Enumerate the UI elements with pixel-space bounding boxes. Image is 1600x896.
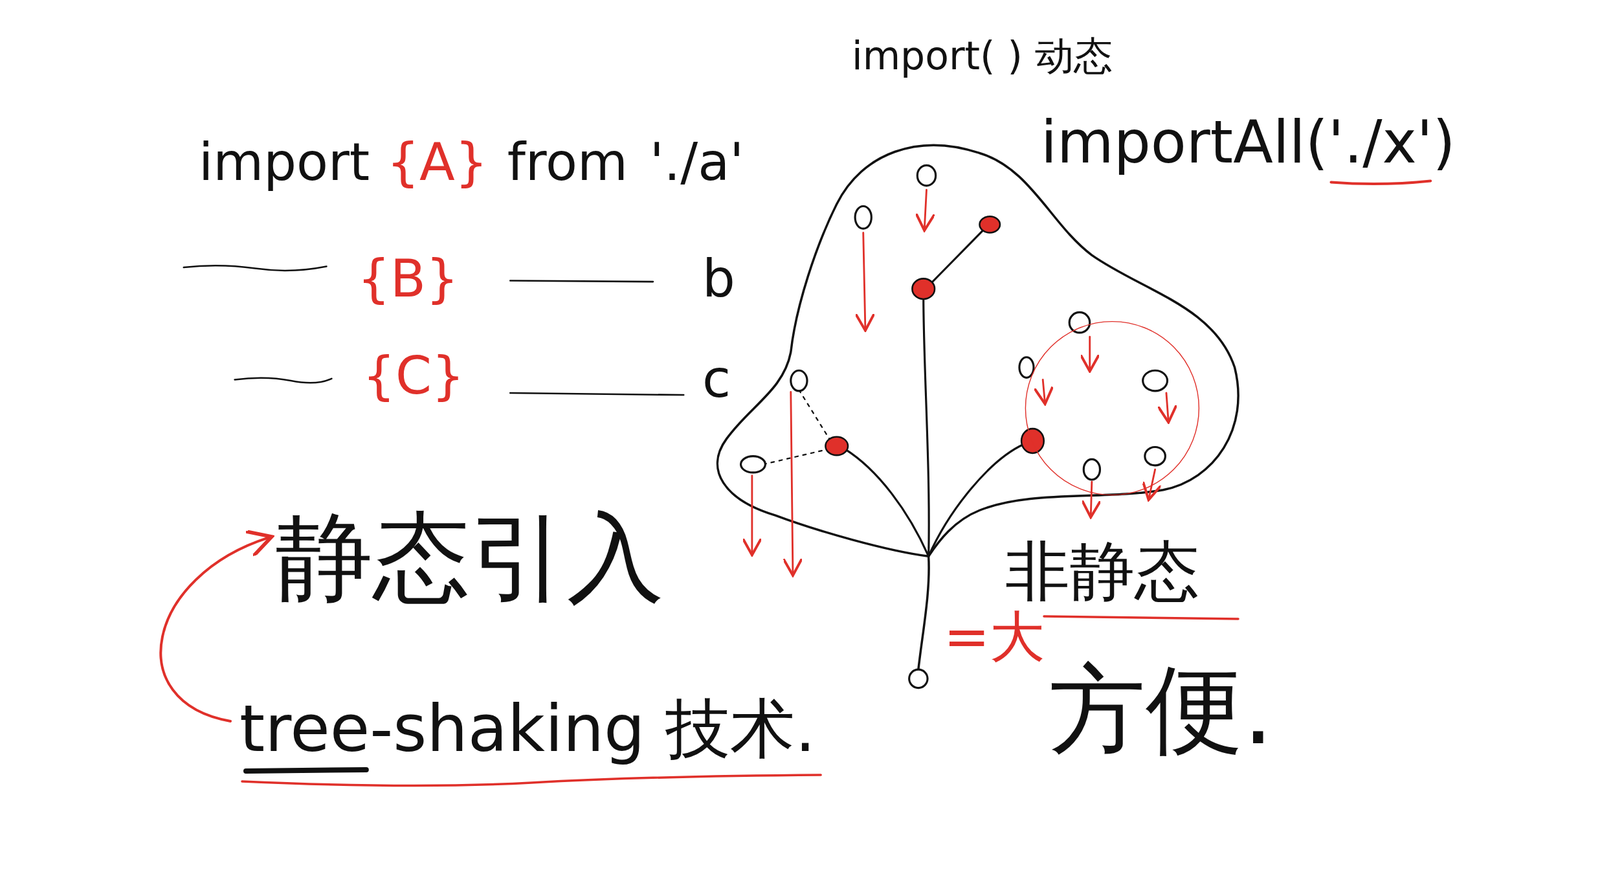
tree-trunk <box>918 555 929 670</box>
handwritten-label: import <box>198 132 370 193</box>
tree-canopy <box>717 144 1239 556</box>
handwritten-label: 非静态 <box>1005 533 1200 609</box>
tree-branch <box>923 297 929 556</box>
module-dots <box>741 165 1168 688</box>
dash-line <box>234 377 333 384</box>
handwritten-label: b <box>702 249 736 309</box>
handwritten-label: {A} <box>386 132 489 193</box>
dotted-link <box>798 389 831 441</box>
cluster-ring <box>1025 321 1199 496</box>
dash-line <box>510 392 684 395</box>
black-underline <box>245 769 367 771</box>
tree-branch <box>930 230 983 284</box>
dash-line <box>510 280 654 283</box>
shake-arrows <box>752 189 1169 574</box>
red-underline <box>1330 181 1431 185</box>
red-underline <box>1044 616 1239 619</box>
handwritten-label: from <box>507 132 628 193</box>
handwritten-label: tree-shaking 技术. <box>239 691 816 766</box>
handwritten-label: 静态引入 <box>275 501 665 614</box>
handwritten-label: importAll('./x') <box>1040 108 1456 177</box>
red-wavy-underline <box>242 774 821 786</box>
handwritten-label: {C} <box>362 346 465 406</box>
handwritten-label: c <box>702 349 731 410</box>
handwritten-label: =大 <box>943 605 1045 669</box>
handwritten-label: {B} <box>357 249 459 309</box>
used-modules <box>825 216 1044 456</box>
handwritten-label: import( ) 动态 <box>851 33 1113 79</box>
dash-line <box>183 265 327 271</box>
handwritten-label: 方便. <box>1048 653 1274 766</box>
dotted-link <box>763 449 829 465</box>
handwritten-label: './a' <box>649 132 744 193</box>
tree-branch <box>844 449 929 557</box>
